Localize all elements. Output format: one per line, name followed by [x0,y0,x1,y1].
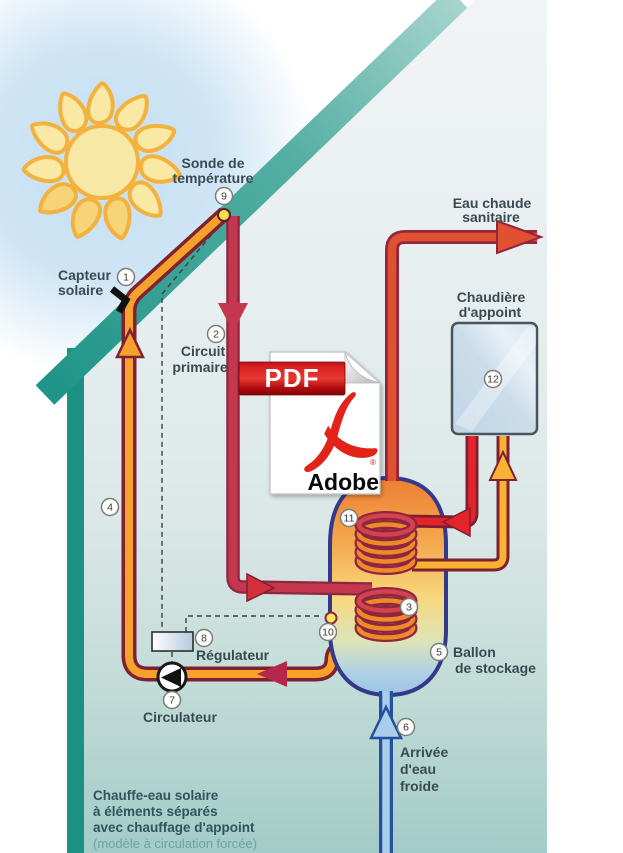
badge-upper-coil: 11 [339,508,359,528]
house-roof [35,0,468,405]
badge-circulateur: 7 [162,690,182,710]
badge-circuit-primaire: 2 [206,324,226,344]
caption-line1: Chauffe-eau solaire [93,788,219,803]
badge-eau-froide: 6 [396,717,416,737]
svg-text:8: 8 [201,633,207,645]
label-eau-froide-line3: froide [400,778,439,794]
caption-line4: (modèle à circulation forcée) [93,836,257,851]
badge-chaudiere: 12 [483,369,503,389]
collector-sensor-dot [217,208,231,222]
svg-text:4: 4 [107,502,113,514]
svg-text:9: 9 [221,191,227,203]
flow-arrow-left-return [257,661,287,687]
collector-bracket [109,286,131,314]
svg-text:7: 7 [169,695,175,707]
adobe-wordmark: Adobe [307,469,379,495]
caption-line2: à éléments séparés [93,804,218,819]
boiler-supply-pipe [403,436,479,538]
circulator-pump [156,661,188,693]
flow-arrow-right-primary [246,572,276,603]
regulator-box [151,631,194,652]
flow-arrow-right-hot-water [496,219,544,255]
label-regulateur: Régulateur [196,647,270,663]
label-eau-froide-line1: Arrivée [400,744,448,760]
svg-text:1: 1 [123,272,129,284]
label-chaudiere-line2: d'appoint [459,304,522,320]
upper-coil [354,511,418,575]
badge-riser-pipe: 4 [100,497,120,517]
tank-sensor-dot [324,611,338,625]
flow-arrow-left-boiler [441,506,471,538]
label-circulateur: Circulateur [143,709,217,725]
flow-arrow-up-riser [115,327,145,359]
svg-text:6: 6 [403,722,409,734]
label-ballon-line2: de stockage [455,660,536,676]
label-sonde-line2: température [173,170,254,186]
label-eau-chaude-line2: sanitaire [462,209,520,225]
badge-sonde: 9 [214,186,234,206]
caption-line3: avec chauffage d'appoint [93,820,255,835]
badge-capteur: 1 [116,267,136,287]
label-eau-chaude-line1: Eau chaude [453,195,532,211]
svg-text:2: 2 [213,329,219,341]
label-ballon-line1: Ballon [453,644,496,660]
sun-icon [21,81,182,241]
label-chaudiere-line1: Chaudière [457,289,526,305]
flow-arrow-down-primary [218,303,248,332]
pdf-registered-mark: ® [370,458,376,467]
pdf-page-fold-icon [344,351,381,384]
badge-regulateur: 8 [194,628,214,648]
flow-arrow-up-cold-water [369,704,403,740]
badge-tank-sensor: 10 [318,622,338,642]
label-circuit-line2: primaire [172,359,227,375]
boiler-return-pipe [412,436,518,572]
sensor-wires [161,220,321,662]
diagram-caption: Chauffe-eau solaire à éléments séparés a… [93,788,257,851]
hot-water-pipe [385,219,544,481]
badge-lower-coil: 3 [399,597,419,617]
svg-text:3: 3 [406,602,412,614]
label-sonde-line1: Sonde de [181,155,244,171]
label-circuit-line1: Circuit [181,343,226,359]
label-capteur-line2: solaire [58,282,103,298]
svg-text:5: 5 [436,647,442,659]
flow-arrow-up-boiler [488,449,518,481]
primary-circuit-pipe [218,216,373,603]
label-eau-froide-line2: d'eau [400,761,436,777]
pdf-file-icon[interactable]: PDF ® Adobe [238,351,381,495]
badge-ballon: 5 [429,642,449,662]
svg-text:10: 10 [322,627,334,639]
diagram-labels: Sonde de température Capteur solaire Cir… [58,155,536,794]
svg-text:12: 12 [487,374,499,386]
cold-water-pipe [369,691,403,853]
pdf-banner-label: PDF [265,363,320,393]
house-wall [67,348,84,853]
pdf-banner [238,361,346,396]
svg-text:11: 11 [344,513,355,525]
adobe-acrobat-swoosh-icon [304,392,378,473]
label-capteur-line1: Capteur [58,267,111,283]
